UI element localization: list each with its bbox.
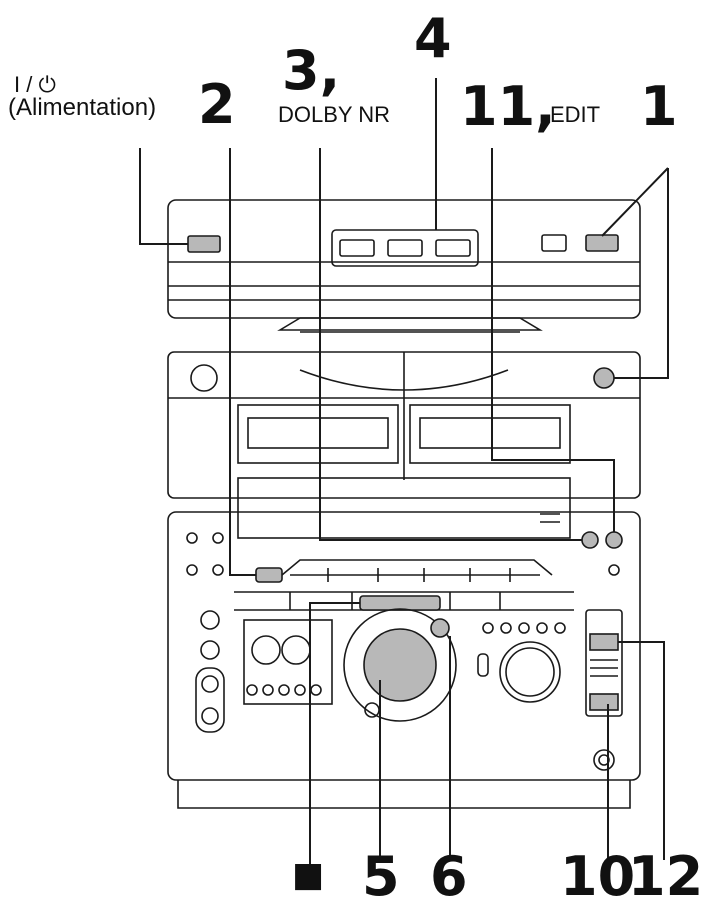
headphone-jack	[593, 749, 615, 771]
label-dolby-nr: DOLBY NR	[278, 102, 391, 127]
label-power-text: (Alimentation)	[8, 94, 157, 121]
label-3: 3,	[282, 39, 341, 102]
middle-left-knob	[190, 364, 218, 392]
label-power-symbol: I / ⏻	[14, 72, 56, 97]
function-buttons-group	[331, 229, 479, 267]
leader-11	[491, 148, 615, 532]
label-11: 11,	[460, 75, 556, 138]
label-2: 2	[198, 73, 236, 136]
cassette-window-left	[237, 404, 399, 464]
leader-3	[319, 148, 582, 541]
top-left-button	[187, 235, 221, 253]
function-button-2	[387, 239, 423, 257]
label-4: 4	[414, 7, 452, 70]
leader-2	[229, 148, 256, 576]
label-5: 5	[362, 845, 400, 908]
volume-knob	[499, 641, 561, 703]
function-button-1	[339, 239, 375, 257]
top-right-small-button	[541, 234, 567, 252]
label-1: 1	[640, 75, 678, 138]
slider-10	[589, 693, 619, 711]
function-button-3	[435, 239, 471, 257]
label-6: 6	[430, 845, 468, 908]
top-right-button	[585, 234, 619, 252]
leader-1	[601, 167, 669, 379]
display-panel	[237, 477, 571, 539]
dolby-button	[581, 531, 599, 549]
edit-button	[605, 531, 623, 549]
slider-panel	[585, 609, 623, 717]
leader-12	[618, 641, 665, 860]
lower-unit	[167, 511, 641, 781]
label-10: 10	[560, 845, 636, 908]
cassette-window-right	[409, 404, 571, 464]
left-indicator	[255, 567, 283, 583]
jog-dial	[363, 628, 437, 702]
middle-right-knob	[593, 367, 615, 389]
jog-dial-ring	[343, 608, 457, 722]
label-edit: EDIT	[550, 102, 601, 127]
slider-12	[589, 633, 619, 651]
small-knob	[430, 618, 450, 638]
leader-stop	[309, 602, 360, 866]
label-stop: ■	[292, 855, 325, 895]
leader-power	[139, 148, 188, 245]
stop-button-area	[359, 595, 441, 611]
label-12: 12	[628, 845, 704, 908]
